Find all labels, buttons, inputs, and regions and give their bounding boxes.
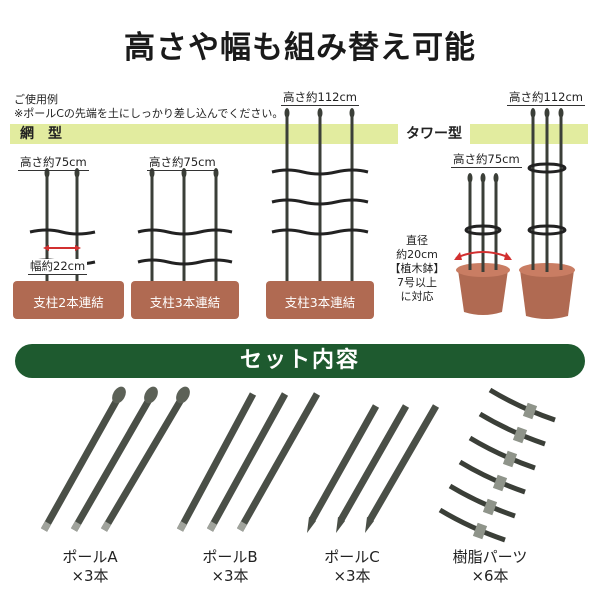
pole-b-caption: ポールB ×3本	[180, 548, 280, 586]
part-qty: ×3本	[71, 567, 109, 585]
usage-note: ※ポールCの先端を土にしっかり差し込んでください。	[14, 107, 284, 120]
usage-heading: ご使用例	[14, 93, 58, 106]
planter-box	[13, 281, 124, 319]
part-qty: ×3本	[211, 567, 249, 585]
planter-label: 支柱3本連結	[149, 295, 221, 310]
set-contents-bar: セット内容	[15, 344, 585, 378]
parts-illustration	[40, 386, 556, 543]
part-name: 樹脂パーツ	[452, 548, 528, 566]
pole-b-group	[176, 392, 321, 532]
tower-type-label: タワー型	[398, 124, 470, 144]
resin-parts-group	[438, 387, 556, 543]
net-trellis-3-tall-poles	[266, 108, 374, 319]
width-tag: 幅約22cm	[28, 259, 88, 275]
diameter-value: 約20cm	[396, 248, 438, 261]
pole-a-caption: ポールA ×3本	[40, 548, 140, 586]
net-trellis-3-poles	[131, 168, 239, 319]
pole-a-group	[40, 386, 190, 532]
planter-label: 支柱2本連結	[33, 295, 104, 310]
net-type-label: 網 型	[20, 126, 62, 142]
height-tag: 高さ約112cm	[281, 90, 359, 106]
pot-type: 【植木鉢】	[389, 262, 445, 275]
set-contents-title: セット内容	[239, 348, 360, 373]
tower-trellis-small	[454, 173, 512, 315]
planter-label: 支柱3本連結	[284, 295, 356, 310]
resin-parts-caption: 樹脂パーツ ×6本	[430, 548, 550, 586]
pot-note: 直径 約20cm 【植木鉢】 7号以上 に対応	[389, 234, 445, 304]
height-tag: 高さ約75cm	[147, 155, 218, 171]
part-name: ポールC	[324, 548, 380, 566]
part-name: ポールA	[62, 548, 118, 566]
pole-c-group	[307, 404, 440, 533]
planter-box	[131, 281, 239, 319]
pot-compat: に対応	[400, 290, 434, 303]
pole-c-caption: ポールC ×3本	[302, 548, 402, 586]
page-title: 高さや幅も組み替え可能	[124, 30, 476, 66]
planter-box	[266, 281, 374, 319]
part-name: ポールB	[202, 548, 258, 566]
pot-size: 7号以上	[397, 276, 437, 289]
part-qty: ×6本	[471, 567, 509, 585]
diameter-label: 直径	[406, 234, 428, 247]
tower-trellis-tall	[519, 108, 575, 319]
height-tag: 高さ約75cm	[18, 155, 89, 171]
height-tag: 高さ約75cm	[451, 152, 522, 168]
part-qty: ×3本	[333, 567, 371, 585]
flower-pot	[458, 270, 508, 315]
flower-pot	[520, 270, 574, 319]
height-tag: 高さ約112cm	[507, 90, 585, 106]
